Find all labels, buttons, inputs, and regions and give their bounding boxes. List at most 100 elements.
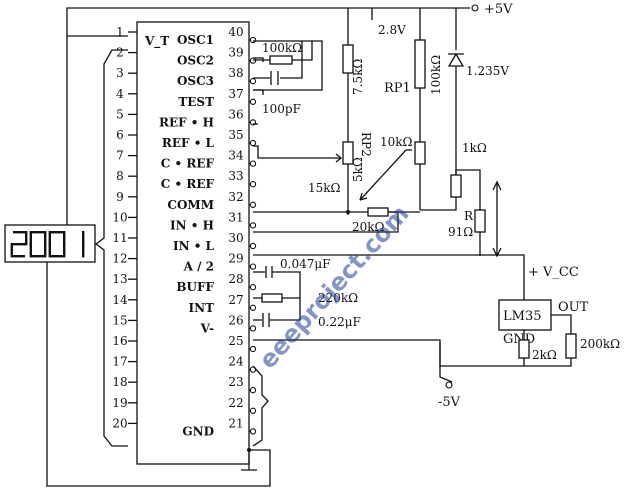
display-gnd-wire bbox=[46, 262, 271, 487]
resistor-91-label: 91Ω bbox=[448, 225, 473, 239]
lm35-out-wire bbox=[551, 314, 572, 334]
display-segment bbox=[29, 231, 32, 246]
pin-bus-brace bbox=[94, 49, 128, 447]
right-pin-label: IN • H bbox=[170, 218, 214, 232]
pin-terminal bbox=[249, 284, 257, 291]
display-segment bbox=[48, 243, 51, 258]
display-digits-text: 2001 bbox=[49, 249, 52, 251]
in-h-wire bbox=[253, 212, 399, 233]
display-segment bbox=[51, 231, 63, 234]
c-022 bbox=[262, 313, 270, 327]
watermark: eeeproject.com bbox=[254, 200, 415, 374]
rp1-label: RP1 bbox=[384, 81, 411, 96]
left-pin-number: 11 bbox=[112, 231, 127, 245]
pin-terminal bbox=[249, 78, 257, 85]
left-pin-number: 5 bbox=[116, 107, 124, 121]
pin-terminal bbox=[249, 387, 257, 394]
display-segment bbox=[32, 231, 44, 234]
pin-terminal bbox=[249, 345, 257, 353]
reference-diode bbox=[447, 52, 465, 67]
resistor-r-label: R bbox=[464, 209, 474, 223]
ref-l-wire bbox=[253, 145, 340, 159]
display-segment bbox=[29, 243, 32, 258]
display-segment bbox=[63, 243, 66, 258]
ic-body bbox=[136, 21, 250, 465]
right-pin-label: IN • L bbox=[173, 239, 215, 253]
c-047 bbox=[265, 266, 273, 278]
right-pin-number: 39 bbox=[228, 46, 243, 60]
resistor-2k-label: 2kΩ bbox=[532, 348, 557, 362]
resistor-100k-label: 100kΩ bbox=[429, 55, 443, 95]
c-047-label: 0.047μF bbox=[280, 257, 330, 271]
right-pin-number: 29 bbox=[228, 252, 243, 266]
resistor-5k-label: 5kΩ bbox=[351, 157, 365, 182]
lm35-sensor bbox=[498, 299, 552, 331]
left-pin-number: 16 bbox=[112, 334, 127, 348]
resistor-2k bbox=[518, 339, 530, 359]
pin-terminal bbox=[249, 160, 257, 167]
osc-wire-40 bbox=[253, 40, 323, 91]
diode-voltage-label: 1.235V bbox=[466, 64, 509, 78]
osc-resistor bbox=[269, 55, 293, 65]
right-pin-label: INT bbox=[188, 301, 214, 315]
right-pin-label: C • REF bbox=[161, 157, 215, 171]
display-segment bbox=[44, 243, 47, 258]
right-pin-label: TEST bbox=[178, 95, 214, 109]
display-digits bbox=[10, 231, 85, 258]
right-pin-number: 36 bbox=[228, 107, 243, 121]
right-pin-label: COMM bbox=[167, 198, 214, 212]
display-segment bbox=[10, 243, 13, 258]
right-pin-label: A / 2 bbox=[183, 260, 214, 274]
display-segment bbox=[48, 231, 51, 246]
pin-terminal bbox=[249, 201, 257, 208]
resistor-100k bbox=[414, 39, 426, 89]
pin-terminal bbox=[249, 407, 257, 414]
resistor-7-5k-label: 7.5kΩ bbox=[351, 59, 365, 95]
right-pin-number: 28 bbox=[228, 272, 243, 286]
left-pin-number: 14 bbox=[112, 293, 128, 307]
vpos-terminal bbox=[471, 4, 479, 12]
left-pin-number: 13 bbox=[112, 272, 127, 286]
pin-terminal bbox=[249, 325, 257, 332]
right-pin-number: 31 bbox=[228, 210, 243, 224]
osc-wire-39 bbox=[253, 57, 264, 62]
resistor-220k bbox=[261, 293, 283, 303]
pin-terminal bbox=[249, 181, 257, 188]
right-pin-number: 26 bbox=[228, 313, 243, 327]
right-pin-label: GND bbox=[182, 424, 214, 438]
resistor-200k bbox=[565, 333, 577, 359]
display-segment bbox=[13, 243, 25, 246]
left-pin-number: 15 bbox=[112, 313, 127, 327]
gnd-wire bbox=[241, 450, 257, 471]
vneg-terminal bbox=[445, 381, 453, 389]
resistor-1k bbox=[450, 174, 462, 198]
vneg-label: -5V bbox=[438, 395, 461, 410]
display-segment bbox=[82, 231, 85, 246]
pin-group-bracket bbox=[252, 365, 269, 447]
pin-terminal bbox=[249, 242, 257, 250]
resistor-10k-pot bbox=[414, 141, 426, 165]
resistor-200k-label: 200kΩ bbox=[580, 337, 620, 351]
pin1-wire bbox=[66, 7, 470, 37]
left-pin-number: 2 bbox=[116, 46, 124, 60]
left-pin-number: 6 bbox=[116, 128, 124, 142]
right-pin-number: 21 bbox=[228, 416, 243, 430]
right-pin-label: OSC1 bbox=[177, 33, 214, 47]
left-pin-number: 12 bbox=[112, 252, 127, 266]
right-pin-label: C • REF bbox=[161, 177, 215, 191]
left-pin-number: 19 bbox=[112, 396, 127, 410]
right-pin-label: OSC2 bbox=[177, 54, 214, 68]
right-pin-number: 30 bbox=[228, 231, 243, 245]
right-pin-number: 38 bbox=[228, 66, 243, 80]
right-pin-number: 22 bbox=[228, 396, 243, 410]
left-pin-number: 9 bbox=[116, 190, 124, 204]
right-pin-number: 35 bbox=[228, 128, 243, 142]
pin-terminal bbox=[249, 428, 257, 435]
display-segment bbox=[44, 231, 47, 246]
right-pin-label: REF • H bbox=[159, 115, 214, 129]
display-segment bbox=[82, 243, 85, 258]
pin-terminal bbox=[249, 263, 257, 270]
